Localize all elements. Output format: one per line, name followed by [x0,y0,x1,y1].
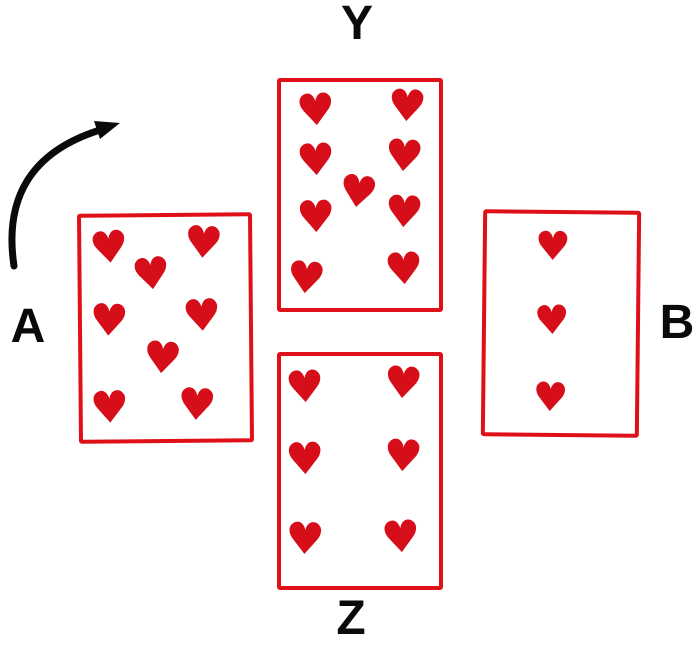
heart-icon: ♥ [294,134,337,188]
curved-arrow-icon [8,121,120,270]
heart-icon: ♥ [382,129,426,183]
heart-icon: ♥ [386,79,429,133]
heart-icon: ♥ [383,242,426,296]
card-label-right: B [659,296,695,349]
heart-icon: ♥ [87,220,132,276]
heart-icon: ♥ [379,510,423,565]
heart-icon: ♥ [284,250,329,306]
heart-icon: ♥ [140,331,185,386]
heart-icon: ♥ [534,223,571,270]
heart-icon: ♥ [175,378,218,432]
card-label-top: Y [340,0,373,50]
heart-icon: ♥ [533,297,571,345]
card-label-left: A [10,300,46,353]
heart-icon: ♥ [383,186,426,240]
heart-icon: ♥ [181,216,225,270]
heart-icon: ♥ [335,164,382,221]
heart-icon: ♥ [129,246,175,302]
heart-icon: ♥ [381,356,425,410]
heart-icon: ♥ [180,289,224,343]
heart-icon: ♥ [87,294,130,348]
playing-card-left: ♥♥♥♥♥♥♥♥ [76,212,255,444]
heart-icon: ♥ [284,513,326,566]
heart-icon: ♥ [294,84,338,138]
heart-icon: ♥ [381,430,424,484]
playing-card-bottom: ♥ ♥ ♥ ♥ ♥ ♥ [277,352,443,590]
heart-icon: ♥ [530,374,569,422]
heart-icon: ♥ [283,361,326,415]
heart-icon: ♥ [295,190,337,244]
playing-card-top: ♥♥♥♥♥♥♥♥♥ [277,78,443,312]
heart-icon: ♥ [88,381,131,435]
playing-card-right: ♥ ♥ ♥ [480,209,642,438]
heart-icon: ♥ [284,432,326,486]
card-label-bottom: Z [336,592,366,645]
